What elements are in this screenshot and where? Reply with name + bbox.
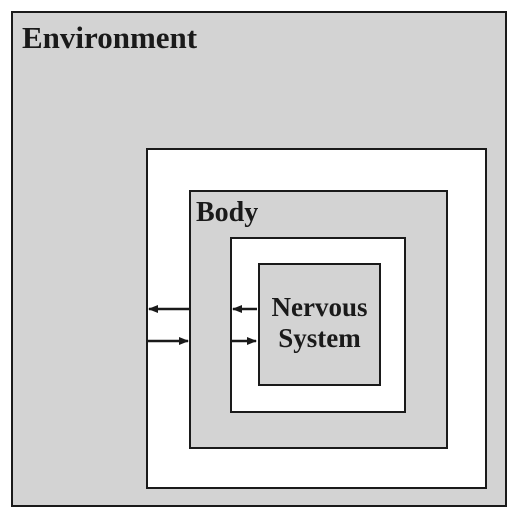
nervous-system-label: Nervous System bbox=[262, 292, 377, 354]
nervous-system-label-line2: System bbox=[278, 323, 361, 353]
nervous-system-box bbox=[258, 263, 381, 386]
nervous-system-label-line1: Nervous bbox=[271, 292, 368, 322]
body-label: Body bbox=[196, 197, 259, 228]
environment-label: Environment bbox=[22, 20, 198, 55]
